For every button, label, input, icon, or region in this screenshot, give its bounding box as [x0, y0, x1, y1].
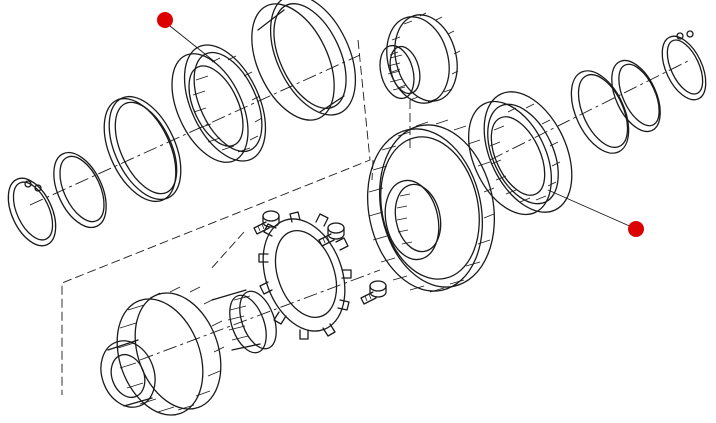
- assembly-frame-lines: [29, 39, 691, 395]
- small-spur-gear: [386, 12, 461, 104]
- large-helical-gear: [366, 119, 496, 293]
- snap-ring-right: [661, 30, 707, 101]
- callout-bearing-right[interactable]: [547, 189, 644, 237]
- bearing-cup-left: [103, 95, 182, 203]
- thrust-washer-right: [611, 59, 661, 133]
- pinion-shaft: [100, 286, 277, 416]
- cap-screw-1: [253, 210, 280, 235]
- cap-screw-3: [360, 280, 387, 305]
- callout-bearing-left[interactable]: [157, 12, 216, 63]
- shim-ring-left: [53, 151, 107, 229]
- needle-roller-bearing: [379, 44, 421, 100]
- shim-ring-right: [570, 70, 630, 154]
- tapered-roller-bearing-left: [171, 44, 267, 163]
- snap-ring-left: [7, 177, 57, 247]
- bearing-housing-cup: [251, 0, 357, 121]
- lock-plate: [258, 211, 352, 340]
- tapered-roller-bearing-right: [468, 91, 573, 216]
- cap-screw-2: [318, 222, 345, 247]
